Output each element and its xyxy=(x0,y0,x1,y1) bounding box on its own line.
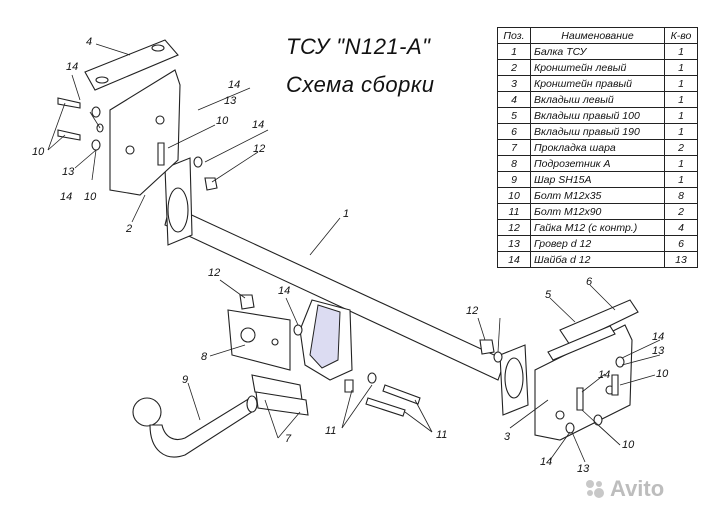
callout-14-bottom: 14 xyxy=(540,456,552,468)
callout-3: 3 xyxy=(504,431,511,443)
cell-name: Шайба d 12 xyxy=(530,251,665,268)
callout-10-left: 10 xyxy=(32,146,45,158)
callout-6: 6 xyxy=(586,276,593,288)
callout-2: 2 xyxy=(125,223,132,235)
callout-12-top: 12 xyxy=(253,143,265,155)
callout-13-top: 13 xyxy=(224,95,237,107)
callout-7: 7 xyxy=(285,433,292,445)
callout-14-middle: 14 xyxy=(278,285,290,297)
callout-11-left: 11 xyxy=(325,425,336,437)
callout-10-center: 10 xyxy=(216,115,229,127)
callout-14-center: 14 xyxy=(252,119,264,131)
callout-14-left: 14 xyxy=(60,191,72,203)
callout-13-bottom: 13 xyxy=(577,463,590,475)
callout-14-right-lower: 14 xyxy=(598,369,610,381)
parts-table-header: Поз. Наименование К-во xyxy=(497,27,698,44)
tow-ball xyxy=(132,395,258,458)
callout-9: 9 xyxy=(182,374,188,386)
callout-8: 8 xyxy=(201,351,208,363)
callout-10-left-lower: 10 xyxy=(84,191,97,203)
callout-14-top-left: 14 xyxy=(66,61,78,73)
leader-lines xyxy=(47,43,661,463)
cell-name: Вкладыш левый xyxy=(530,91,665,108)
callout-12-middle: 12 xyxy=(208,267,220,279)
socket-plate xyxy=(227,309,291,371)
tow-beam xyxy=(164,157,529,416)
cell-name: Вкладыш правый 100 xyxy=(530,107,665,124)
cell-name: Кронштейн левый xyxy=(530,59,665,76)
callout-10-right: 10 xyxy=(622,439,635,451)
diagram-subtitle: Схема сборки xyxy=(286,72,435,97)
right-bracket xyxy=(534,299,639,441)
callout-11-right: 11 xyxy=(436,429,447,441)
watermark: Avito xyxy=(610,476,665,501)
left-bracket xyxy=(84,39,181,196)
ball-spacers xyxy=(251,374,309,416)
cell-name: Болт М12х35 xyxy=(530,187,665,204)
callout-10-right-upper: 10 xyxy=(656,368,669,380)
callout-12-right: 12 xyxy=(466,305,478,317)
callout-5: 5 xyxy=(545,289,552,301)
callout-13-left: 13 xyxy=(62,166,75,178)
fasteners xyxy=(57,97,625,434)
cell-name: Вкладыш правый 190 xyxy=(530,123,665,140)
cell-qty: 1 xyxy=(664,107,698,124)
callout-1: 1 xyxy=(343,208,349,220)
callout-14-right: 14 xyxy=(652,331,664,343)
cell-qty: 13 xyxy=(664,251,698,268)
avito-logo-icon xyxy=(586,480,604,498)
diagram-title: ТСУ "N121-A" xyxy=(286,34,431,59)
header-pos: Поз. xyxy=(497,27,531,44)
callout-labels: 1 2 3 4 5 6 7 8 9 10 10 10 10 10 11 11 1… xyxy=(32,36,669,475)
callout-13-right: 13 xyxy=(652,345,665,357)
callout-14-top: 14 xyxy=(228,79,240,91)
cell-name: Шар SH15A xyxy=(530,171,665,188)
callout-4: 4 xyxy=(86,36,92,48)
